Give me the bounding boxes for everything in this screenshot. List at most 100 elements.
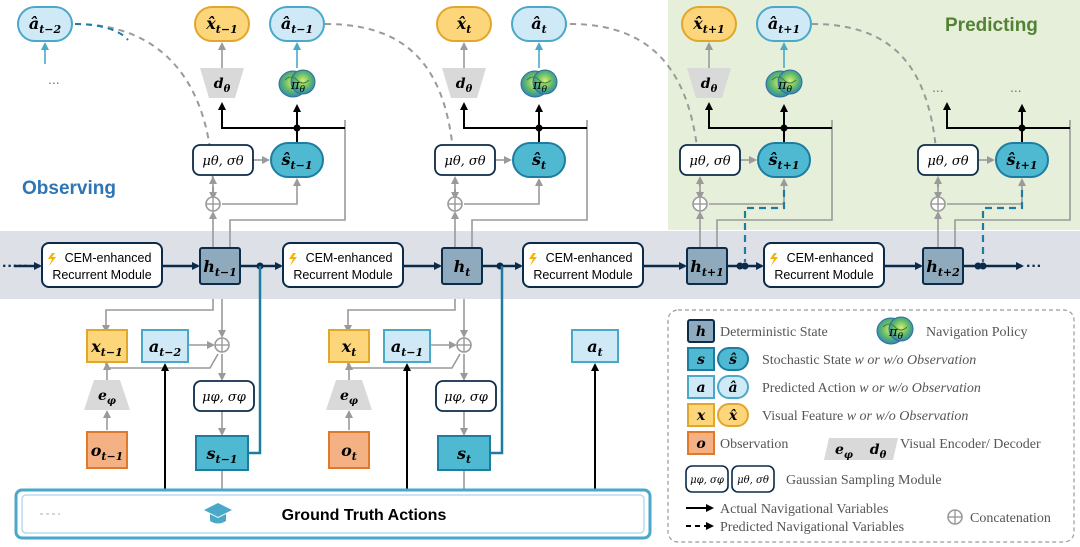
symbol-label: ât xyxy=(531,14,546,36)
symbol-label: dθ xyxy=(701,76,718,95)
symbol-label: eφ xyxy=(340,388,358,407)
junction-dot xyxy=(736,262,744,270)
module-name-line1: CEM-enhanced xyxy=(546,251,633,265)
predicted-stochastic-state: ŝt+1 xyxy=(995,142,1049,178)
svg-text:x̂: x̂ xyxy=(728,408,738,424)
deterministic-state: ht+2 xyxy=(922,247,964,285)
legend-observation: Observation xyxy=(720,437,788,452)
connector-line xyxy=(229,120,346,247)
svg-text:ŝ: ŝ xyxy=(729,352,737,368)
module-name-line1: CEM-enhanced xyxy=(65,251,152,265)
concat-circle xyxy=(930,196,946,212)
legend-predicted-action: Predicted Action w or w/o Observation xyxy=(762,381,981,396)
symbol-label: dθ xyxy=(870,442,887,461)
svg-text:μθ, σθ: μθ, σθ xyxy=(689,154,730,169)
legend-deterministic: Deterministic State xyxy=(720,325,828,340)
prior-sampling-module: μθ, σθ xyxy=(434,144,496,176)
svg-text:o: o xyxy=(696,436,705,452)
symbol-label: eφ xyxy=(835,442,853,461)
posterior-feedback xyxy=(248,266,262,455)
connector-line xyxy=(222,178,301,205)
symbol-label: xt xyxy=(341,337,357,359)
junction-dot xyxy=(741,262,749,270)
lightning-icon xyxy=(289,253,297,266)
legend-o-symbol: o xyxy=(687,431,715,455)
symbol-label: ât−2 xyxy=(29,14,62,36)
predicted-dashed-curve xyxy=(811,23,943,200)
legend-concat-circle xyxy=(947,509,963,525)
ground-truth-label: Ground Truth Actions xyxy=(282,507,447,524)
connector-line xyxy=(705,102,832,129)
predicted-dashed-curve xyxy=(74,23,218,200)
stochastic-state: st−1 xyxy=(195,435,249,471)
symbol-label: ht xyxy=(454,257,471,279)
module-name-line2: Recurrent Module xyxy=(774,268,873,282)
stochastic-state: st xyxy=(437,435,491,471)
symbol-label: xt−1 xyxy=(90,337,123,359)
connector-line xyxy=(954,120,1071,247)
predicting-label: Predicting xyxy=(945,15,1038,36)
legend-x-hat-symbol: x̂ xyxy=(717,403,749,427)
junction-dot xyxy=(974,262,982,270)
module-name-line1: CEM-enhanced xyxy=(787,251,874,265)
observing-label: Observing xyxy=(22,178,116,199)
connector-line xyxy=(460,102,587,129)
legend-gaussian: Gaussian Sampling Module xyxy=(786,473,942,488)
symbol-label: at−1 xyxy=(391,337,423,359)
svg-text:πθ: πθ xyxy=(777,78,793,95)
symbol-label: dθ xyxy=(214,76,231,95)
visual-encoder: eφ xyxy=(326,380,372,410)
predicted-dashed-link xyxy=(981,190,1024,262)
posterior-sampling-module: μφ, σφ xyxy=(435,380,497,412)
visual-decoder: dθ xyxy=(442,68,486,98)
top-dots-pred-2: ... xyxy=(1010,79,1022,95)
symbol-label: ot−1 xyxy=(91,441,124,463)
svg-text:x: x xyxy=(696,408,706,424)
action: at xyxy=(571,329,619,363)
posterior-feedback xyxy=(490,266,504,455)
visual-decoder: dθ xyxy=(687,68,731,98)
legend-h-symbol: h xyxy=(687,319,715,343)
symbol-label: ŝt+1 xyxy=(768,150,800,172)
svg-text:μφ, σφ: μφ, σφ xyxy=(444,390,489,405)
reconstructed-visual-feature: x̂t−1 xyxy=(194,6,250,42)
concat-circle xyxy=(205,196,221,212)
module-name-line2: Recurrent Module xyxy=(533,268,632,282)
lightning-icon xyxy=(48,253,56,266)
connector-line xyxy=(943,102,1070,129)
module-name-line2: Recurrent Module xyxy=(293,268,392,282)
posterior-sampling-module: μφ, σφ xyxy=(193,380,255,412)
symbol-label: eφ xyxy=(98,388,116,407)
svg-text:â: â xyxy=(728,380,737,396)
symbol-label: st xyxy=(456,444,471,466)
deterministic-state: ht+1 xyxy=(686,247,728,285)
connector-line xyxy=(218,102,345,129)
ground-truth-actions: Ground Truth Actions xyxy=(14,488,652,540)
predicted-stochastic-state: ŝt−1 xyxy=(270,142,324,178)
junction-dot xyxy=(979,262,987,270)
connector-line xyxy=(344,299,456,333)
symbol-label: dθ xyxy=(456,76,473,95)
predicted-dashed-link xyxy=(743,190,786,262)
symbol-label: x̂t xyxy=(456,14,472,36)
visual-feature: xt xyxy=(328,329,370,363)
svg-text:πθ: πθ xyxy=(888,325,904,342)
reconstructed-visual-feature: x̂t+1 xyxy=(681,6,737,42)
legend-x-symbol: x xyxy=(687,403,715,427)
module-name-line2: Recurrent Module xyxy=(52,268,151,282)
legend-s-symbol: s xyxy=(687,347,715,371)
svg-text:s: s xyxy=(697,352,705,368)
observation: ot xyxy=(328,431,370,469)
right-dots: ··· xyxy=(1026,258,1042,275)
observation: ot−1 xyxy=(86,431,128,469)
top-dots-pred-1: ... xyxy=(932,79,944,95)
legend-predicted-vars: Predicted Navigational Variables xyxy=(720,520,904,535)
symbol-label: ŝt−1 xyxy=(281,150,313,172)
legend-visual-feature: Visual Feature w or w/o Observation xyxy=(762,409,968,424)
symbol-label: x̂t+1 xyxy=(692,14,725,36)
symbol-label: ht+2 xyxy=(926,257,960,279)
svg-text:πθ: πθ xyxy=(290,78,306,95)
